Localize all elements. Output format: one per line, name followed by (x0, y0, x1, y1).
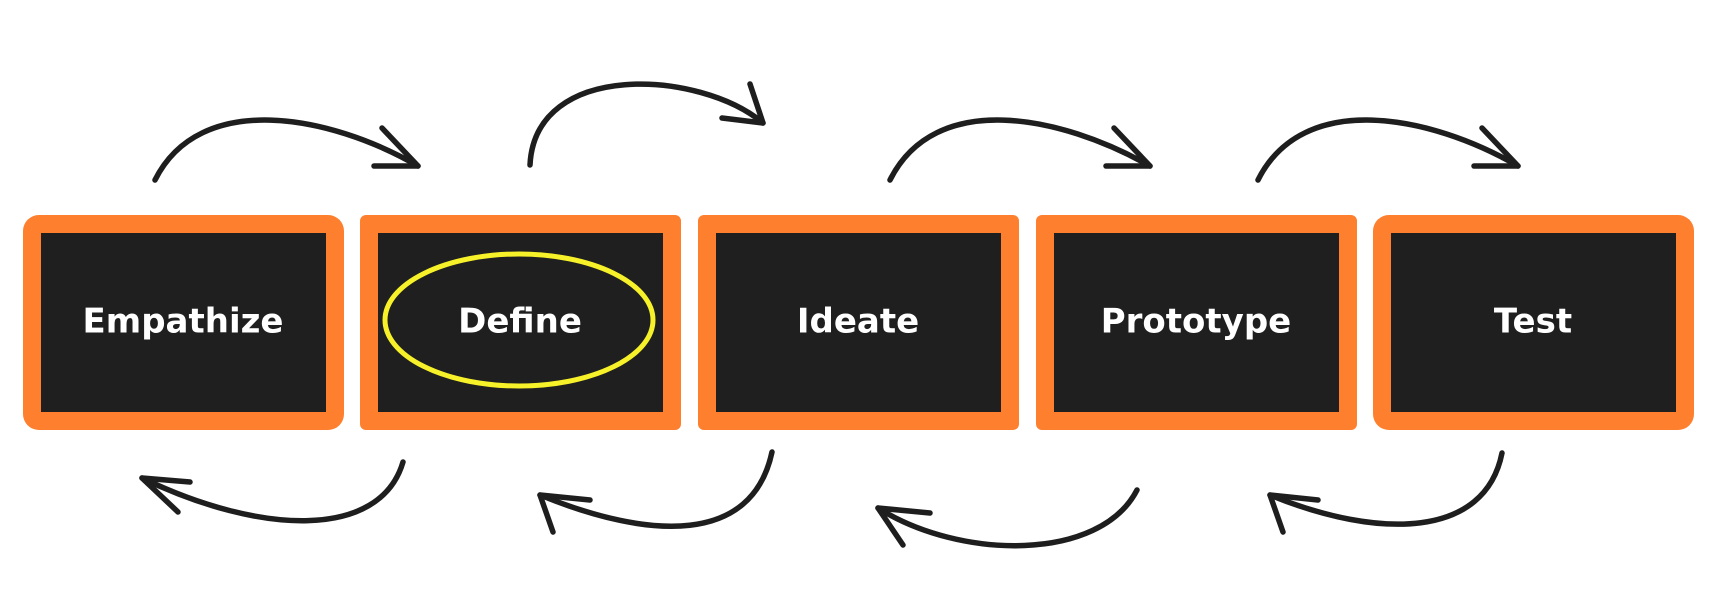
backward-arrow-4 (1267, 450, 1505, 535)
backward-arrow-2 (537, 449, 775, 535)
stage-define-label: Define (458, 302, 582, 342)
stage-prototype-panel (1054, 233, 1339, 412)
forward-arrow-1 (152, 117, 421, 183)
stage-prototype-label: Prototype (1101, 302, 1291, 342)
stage-test: Test (1373, 215, 1694, 430)
stage-ideate: Ideate (698, 215, 1019, 430)
stage-test-label: Test (1494, 302, 1572, 342)
stage-empathize: Empathize (23, 215, 344, 430)
forward-arrow-2 (527, 81, 766, 168)
backward-arrow-3 (875, 487, 1140, 549)
stage-ideate-label: Ideate (797, 302, 919, 342)
stage-define: Define (360, 215, 681, 430)
stage-empathize-label: Empathize (83, 302, 284, 342)
stage-ideate-panel (716, 233, 1001, 412)
stage-prototype: Prototype (1036, 215, 1357, 430)
forward-arrow-4 (1255, 117, 1521, 183)
stage-define-panel (378, 233, 663, 412)
backward-arrow-1 (139, 459, 406, 524)
highlight-circle (382, 251, 656, 389)
stage-empathize-panel (41, 233, 326, 412)
stage-test-panel (1391, 233, 1676, 412)
forward-arrow-3 (887, 117, 1153, 183)
